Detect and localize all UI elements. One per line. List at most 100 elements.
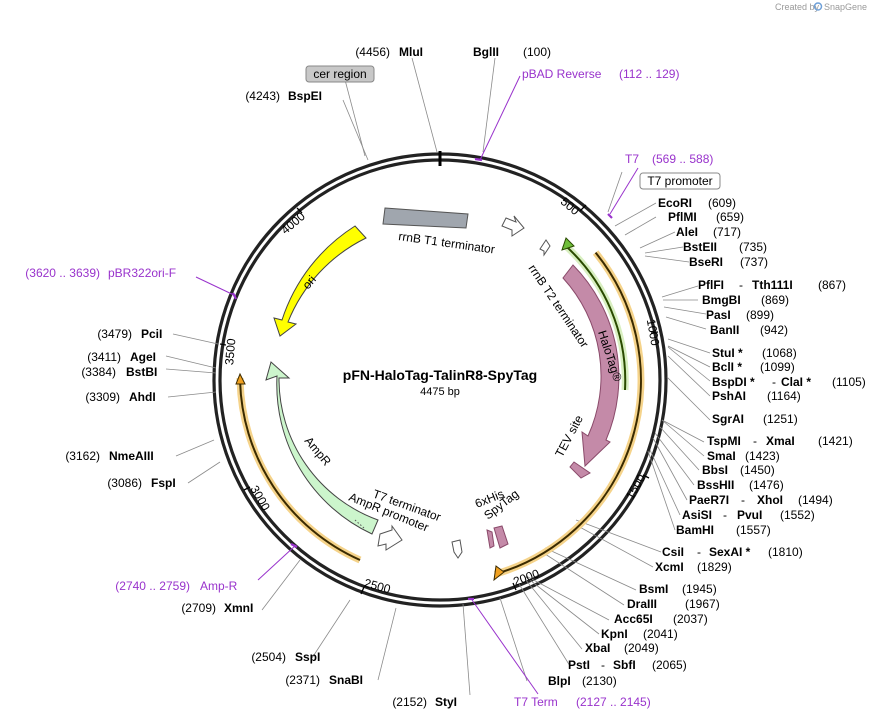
site-bspei-pos: (4243) xyxy=(245,89,280,103)
leader-lines xyxy=(165,57,711,696)
site-smai-name: SmaI xyxy=(707,449,736,463)
site-bcli-pos: (1099) xyxy=(760,360,795,374)
site-pflmi-name: PflMI xyxy=(668,210,697,224)
site-draiii-name: DraIII xyxy=(627,597,657,611)
site-pshai-name: PshAI xyxy=(712,389,746,403)
site-pflfi-name: PflFI xyxy=(698,278,724,292)
site-xmai-name: XmaI xyxy=(766,434,795,448)
site-blpi-pos: (2130) xyxy=(582,674,617,688)
site-pflfi-pos: (867) xyxy=(818,278,846,292)
site-fspi-name: FspI xyxy=(151,476,176,490)
site-asisi-name: AsiSI xyxy=(682,508,712,522)
site-csii-pos: (1810) xyxy=(768,545,803,559)
ori-feature xyxy=(273,225,367,337)
site-xcmi-pos: (1829) xyxy=(697,560,732,574)
rrnb-t2-arrow-icon xyxy=(539,239,551,257)
site-sbfi-name: SbfI xyxy=(613,658,636,672)
label-tev-site: TEV site xyxy=(552,413,586,460)
orf-halotag-arc xyxy=(494,251,642,576)
site-acc65i-pos: (2037) xyxy=(673,612,708,626)
site-xhoi-name: XhoI xyxy=(757,493,783,507)
spytag-feature xyxy=(493,525,509,549)
orf-green-arc xyxy=(563,243,627,391)
site-bbsi-pos: (1450) xyxy=(740,463,775,477)
site-blpi-name: BlpI xyxy=(548,674,571,688)
site-psti-pos: (2065) xyxy=(652,658,687,672)
site-bsmi-pos: (1945) xyxy=(682,582,717,596)
site-pflfi-sep: - xyxy=(739,278,743,292)
site-xmni-name: XmnI xyxy=(224,601,253,615)
tev-site-feature xyxy=(569,461,591,479)
primer-t7-range: (569 .. 588) xyxy=(652,152,713,166)
site-csii-sep: - xyxy=(697,545,701,559)
cer-region-box xyxy=(305,65,375,83)
site-csii-name: CsiI xyxy=(662,545,684,559)
tick-3500: 3500 xyxy=(222,338,238,366)
t7-terminator-arrow-icon xyxy=(451,539,463,559)
label-ampr: AmpR xyxy=(302,434,334,469)
rrnb-t1-arrow-icon xyxy=(501,215,525,237)
primer-pbr-name: pBR322ori-F xyxy=(108,266,176,280)
site-bsshii-name: BssHII xyxy=(697,478,734,492)
primer-marks xyxy=(232,157,613,601)
site-asisi-sep: - xyxy=(723,508,727,522)
primer-t7term-range: (2127 .. 2145) xyxy=(576,695,651,709)
site-tspmi-sep: - xyxy=(753,434,757,448)
site-fspi-pos: (3086) xyxy=(107,476,142,490)
snapgene-logo-icon xyxy=(813,2,823,11)
site-paer7i-name: PaeR7I xyxy=(689,493,729,507)
site-bspdi-sep: - xyxy=(772,375,776,389)
site-banii-name: BanII xyxy=(710,323,739,337)
site-asisi-pos: (1552) xyxy=(780,508,815,522)
primer-ampr-range: (2740 .. 2759) xyxy=(115,579,190,593)
site-pasi-name: PasI xyxy=(706,308,731,322)
credit-prefix: Created by xyxy=(775,2,820,12)
site-draiii-pos: (1967) xyxy=(685,597,720,611)
site-acc65i-name: Acc65I xyxy=(614,612,653,626)
site-ahdi-name: AhdI xyxy=(129,390,156,404)
site-bcli-name: BclI * xyxy=(712,360,742,374)
site-kpni-name: KpnI xyxy=(601,627,628,641)
site-paer7i-sep: - xyxy=(741,493,745,507)
primer-t7-name: T7 xyxy=(625,152,639,166)
site-xbai-pos: (2049) xyxy=(624,641,659,655)
plasmid-length: 4475 bp xyxy=(420,386,460,398)
site-psti-name: PstI xyxy=(568,658,590,672)
orf-ampr-arc xyxy=(239,377,361,561)
site-sgrai-name: SgrAI xyxy=(712,412,744,426)
site-stui-name: StuI * xyxy=(712,346,743,360)
site-bglii-name: BglII xyxy=(473,45,499,59)
orf-green-arrow xyxy=(561,237,575,251)
site-banii-pos: (942) xyxy=(760,323,788,337)
site-sexai-name: SexAI * xyxy=(709,545,751,559)
site-bstbi-pos: (3384) xyxy=(81,365,116,379)
site-bstbi-name: BstBI xyxy=(126,365,157,379)
site-mlui-name: MluI xyxy=(399,45,423,59)
site-xbai-name: XbaI xyxy=(585,641,610,655)
site-xmni-pos: (2709) xyxy=(181,601,216,615)
site-alei-pos: (717) xyxy=(713,225,741,239)
primer-pbad-name: pBAD Reverse xyxy=(522,67,602,81)
site-pshai-pos: (1164) xyxy=(767,389,801,403)
primer-pbad-range: (112 .. 129) xyxy=(619,67,679,81)
site-bglii-pos: (100) xyxy=(523,45,551,59)
site-pvui-name: PvuI xyxy=(737,508,762,522)
site-bamhi-pos: (1557) xyxy=(736,523,771,537)
rrnb-t1-terminator-shape xyxy=(382,207,469,229)
orf-ampr-arrow xyxy=(235,372,246,385)
site-alei-name: AleI xyxy=(676,225,698,239)
orf-halotag-band xyxy=(494,250,645,578)
site-nmeaiii-name: NmeAIII xyxy=(109,449,154,463)
tick-2500: 2500 xyxy=(363,576,393,597)
site-bsshii-pos: (1476) xyxy=(749,478,784,492)
site-psti-sep: - xyxy=(601,658,605,672)
site-bspei-name: BspEI xyxy=(288,89,322,103)
ampr-promoter-arrow-icon xyxy=(377,524,403,551)
site-bspdi-name: BspDI * xyxy=(712,375,755,389)
tick-3000: 3000 xyxy=(247,483,273,513)
cer-region-label: cer region xyxy=(313,67,366,81)
site-ecori-name: EcoRI xyxy=(658,196,692,210)
site-bmgbi-name: BmgBI xyxy=(702,293,741,307)
site-bmgbi-pos: (869) xyxy=(761,293,789,307)
